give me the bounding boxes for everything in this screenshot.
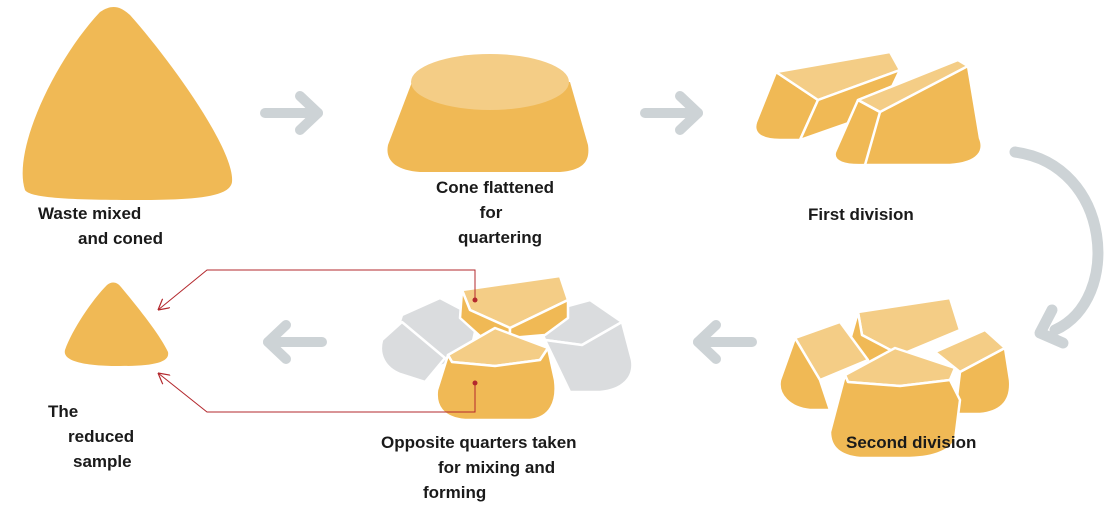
flattened-cone bbox=[387, 54, 589, 172]
step2-label: Cone flattened for quartering bbox=[395, 175, 595, 250]
step5-label: Opposite quarters taken for mixing and f… bbox=[381, 430, 577, 505]
label-line: The bbox=[48, 402, 79, 421]
step3-label: First division bbox=[808, 202, 914, 227]
step1-label: Waste mixed and coned bbox=[38, 201, 163, 251]
left-arrow-icon bbox=[693, 320, 757, 364]
label-line: forming bbox=[423, 483, 487, 502]
label-line: Opposite quarters taken bbox=[381, 433, 577, 452]
step6-label: The reduced sample bbox=[48, 399, 134, 474]
label-line: and coned bbox=[78, 229, 164, 248]
right-arrow-icon bbox=[260, 91, 323, 135]
connector-lines bbox=[158, 269, 476, 413]
curved-down-arrow-icon bbox=[1009, 146, 1104, 349]
label-line: for mixing and bbox=[438, 458, 556, 477]
label-line: Cone flattened bbox=[435, 178, 555, 197]
step4-label: Second division bbox=[846, 430, 976, 455]
left-arrow-icon bbox=[263, 320, 327, 364]
right-arrow-icon bbox=[640, 91, 703, 135]
first-division-halves bbox=[753, 50, 983, 167]
label-line: quartering bbox=[457, 228, 543, 247]
connector-dot bbox=[472, 380, 478, 386]
label-line: for bbox=[479, 203, 503, 222]
reduced-sample-pile bbox=[64, 282, 169, 366]
label-line: sample bbox=[73, 452, 132, 471]
label-line: Second division bbox=[846, 433, 977, 452]
connector-dot bbox=[472, 297, 478, 303]
label-line: Waste mixed bbox=[38, 204, 142, 223]
cone-pile bbox=[22, 6, 233, 201]
opposite-quarters bbox=[379, 274, 634, 422]
second-division-quarters bbox=[778, 296, 1012, 460]
label-line: reduced bbox=[68, 427, 135, 446]
label-line: First division bbox=[808, 205, 914, 224]
